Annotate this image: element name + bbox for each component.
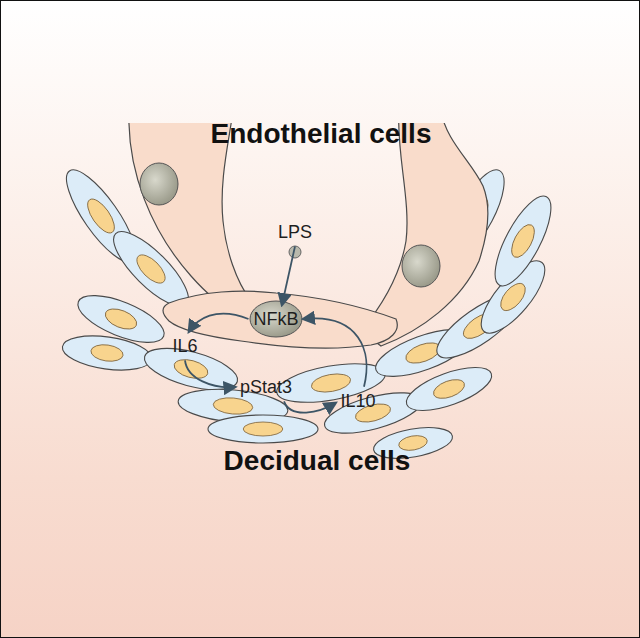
region-label: Endothelial cells xyxy=(211,118,432,150)
molecule-node: LPS xyxy=(276,221,314,244)
molecule-node: pStat3 xyxy=(238,376,294,399)
molecule-name: IL10 xyxy=(340,391,375,412)
molecule-node: NFkB xyxy=(252,308,301,331)
decidual-cell xyxy=(60,331,154,375)
signal-arrow xyxy=(304,318,367,386)
molecule-name: NFkB xyxy=(254,309,299,330)
signal-arrow xyxy=(282,246,295,304)
molecule-node: IL6 xyxy=(170,335,199,358)
molecule-name: IL6 xyxy=(172,336,197,357)
molecule-name: pStat3 xyxy=(240,377,292,398)
endothelial-cells xyxy=(129,123,488,348)
signal-arrow xyxy=(284,401,335,412)
signal-arrow xyxy=(185,360,235,387)
region-label: Decidual cells xyxy=(224,445,411,477)
molecule-node: IL10 xyxy=(338,390,377,413)
molecule-name: LPS xyxy=(278,222,312,243)
decidual-cell xyxy=(208,415,318,443)
decidual-cell xyxy=(401,359,497,420)
signal-arrow xyxy=(189,314,249,332)
